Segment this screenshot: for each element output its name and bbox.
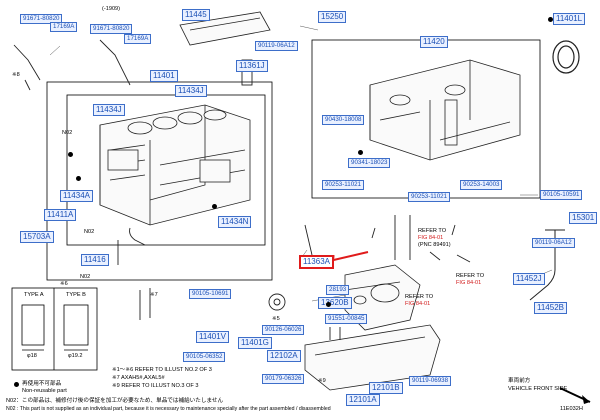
refer-fig: FIG 84-01	[456, 280, 482, 286]
star-9: ※9	[318, 378, 326, 384]
part-label-15301[interactable]: 15301	[569, 212, 598, 224]
part-label-90430-18008[interactable]: 90430-18008	[322, 115, 365, 125]
part-label-90126-06026[interactable]: 90126-06026	[262, 325, 305, 335]
part-label-11401[interactable]: 11401	[150, 70, 178, 82]
dimension-b: φ19.2	[68, 353, 83, 359]
note-n02: N02	[84, 229, 95, 235]
non-reusable-marker	[358, 150, 363, 155]
oil-pan-lower-drawing	[304, 324, 441, 391]
part-label-91671-80820-b[interactable]: 91671-80820	[90, 24, 133, 34]
part-label-90105-10691[interactable]: 90105-10691	[189, 289, 232, 299]
part-label-12101A[interactable]: 12101A	[346, 394, 380, 406]
type-box-frame	[11, 287, 98, 371]
note-n02: N02	[80, 274, 91, 280]
part-label-90105-10591[interactable]: 90105-10591	[540, 190, 583, 200]
part-label-11401G[interactable]: 11401G	[238, 337, 272, 349]
type-a-label: TYPE A	[24, 292, 44, 298]
part-label-91671-80820[interactable]: 91671-80820	[20, 14, 63, 24]
part-label-13620B[interactable]: 13620B	[318, 297, 352, 309]
part-label-11401V[interactable]: 11401V	[196, 331, 229, 343]
part-label-11452B[interactable]: 11452B	[534, 302, 567, 314]
refer-fig: FIG 84-01	[405, 301, 431, 307]
part-label-11434N[interactable]: 11434N	[218, 216, 252, 228]
refer-text: REFER TO	[418, 228, 447, 234]
illustration-code: 11E032H	[560, 406, 583, 412]
fasteners-drawing	[13, 39, 471, 340]
star-5: ※5	[272, 316, 280, 322]
cover-drawing	[179, 11, 271, 46]
refer-fig: FIG 84-01	[418, 235, 444, 241]
part-label-90119-06938[interactable]: 90119-06938	[409, 376, 452, 386]
oil-seal-drawing	[552, 40, 580, 74]
part-label-11434J-b[interactable]: 11434J	[93, 104, 125, 116]
part-label-11434A[interactable]: 11434A	[60, 190, 93, 202]
part-label-90119-06A12[interactable]: 90119-06A12	[255, 41, 298, 51]
star-8: ※8	[12, 72, 20, 78]
cylinder-block-frame	[46, 81, 273, 281]
date-range-note: (-1909)	[102, 6, 121, 12]
part-label-11445[interactable]: 11445	[182, 9, 210, 21]
note-n02: N02	[62, 130, 73, 136]
part-label-11363A-highlighted[interactable]: 11363A	[299, 255, 334, 269]
part-label-90341-18023[interactable]: 90341-18023	[348, 158, 391, 168]
part-label-11361J[interactable]: 11361J	[236, 60, 268, 72]
vehicle-front-jp: 車両前方	[508, 378, 531, 384]
non-reusable-marker	[76, 176, 81, 181]
dimension-a: φ18	[27, 353, 37, 359]
type-b-label: TYPE B	[66, 292, 86, 298]
note-9: ※9 REFER TO ILLUST NO.3 OF 3	[112, 383, 199, 389]
note-1-6: ※1～※6 REFER TO ILLUST NO.2 OF 3	[112, 367, 212, 373]
part-label-90253-14003[interactable]: 90253-14003	[460, 180, 503, 190]
note-7: ※7 AXAH5#,AXAL5#	[112, 375, 165, 381]
note-n02-en: N02 : This part is not supplied as an in…	[6, 406, 331, 412]
part-label-91551-00845[interactable]: 91551-00845	[325, 314, 368, 324]
star-6: ※6	[60, 281, 68, 287]
non-reusable-marker	[68, 152, 73, 157]
part-label-90179-06326[interactable]: 90179-06326	[262, 374, 305, 384]
part-label-90105-06352[interactable]: 90105-06352	[183, 352, 226, 362]
part-label-17169A[interactable]: 17169A	[50, 22, 78, 32]
part-label-11434J[interactable]: 11434J	[175, 85, 207, 97]
oil-pan-upper-drawing	[369, 59, 521, 161]
part-label-90119-06A12-b[interactable]: 90119-06A12	[532, 238, 575, 248]
part-label-11420[interactable]: 11420	[420, 36, 448, 48]
cylinder-block-inner-frame	[66, 94, 266, 246]
part-label-11401L[interactable]: 11401L	[553, 13, 586, 25]
dipstick-drawing	[529, 229, 565, 301]
part-label-17169A-b[interactable]: 17169A	[124, 34, 152, 44]
refer-text: REFER TO	[456, 273, 485, 279]
refer-pnc: (PNC 89491)	[418, 242, 451, 248]
vehicle-front-en: VEHICLE FRONT SIDE	[508, 386, 568, 392]
part-label-90253-11021-b[interactable]: 90253-11021	[408, 192, 451, 202]
non-reusable-marker	[548, 17, 553, 22]
note-n02-jp: N02：この部品は、補修付け後の保証を加工が必要なため、単品では補給いたしません	[6, 398, 224, 404]
legend-filled-marker	[14, 382, 19, 387]
part-label-12102A[interactable]: 12102A	[267, 350, 301, 362]
part-label-15250[interactable]: 15250	[318, 11, 347, 23]
oil-pump-drawing	[344, 264, 421, 331]
part-label-28193[interactable]: 28193	[326, 285, 350, 295]
non-reusable-marker	[326, 302, 331, 307]
cylinder-block-drawing	[99, 104, 251, 226]
part-label-15703A[interactable]: 15703A	[20, 231, 54, 243]
part-label-11452J[interactable]: 11452J	[513, 273, 545, 285]
part-label-11411A[interactable]: 11411A	[44, 209, 77, 221]
refer-text: REFER TO	[405, 294, 434, 300]
part-label-90253-11021[interactable]: 90253-11021	[322, 180, 365, 190]
part-label-12101B[interactable]: 12101B	[369, 382, 403, 394]
star-7: ※7	[150, 292, 158, 298]
non-reusable-marker	[212, 204, 217, 209]
legend-jp: 再使用不可部品	[22, 381, 62, 387]
part-label-11416[interactable]: 11416	[81, 254, 109, 266]
legend-en: Non-reusable part	[22, 388, 67, 394]
